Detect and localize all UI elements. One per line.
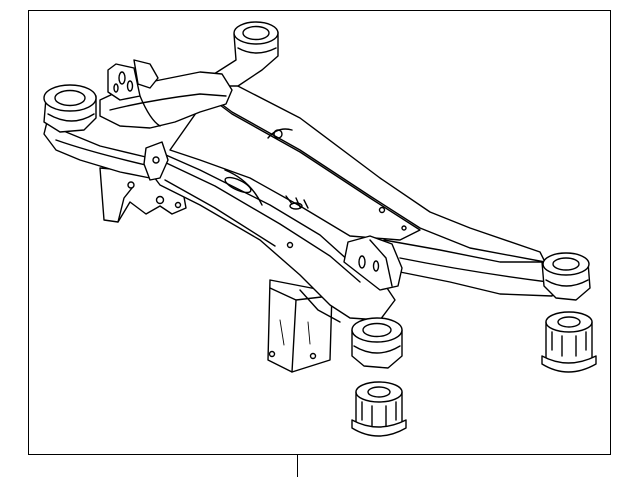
callout-leader-line [297, 455, 298, 477]
subframe-bushing-icon [541, 311, 597, 373]
subframe-bushing-icon [351, 381, 407, 437]
rear-subframe-crossmember-icon [43, 21, 591, 373]
